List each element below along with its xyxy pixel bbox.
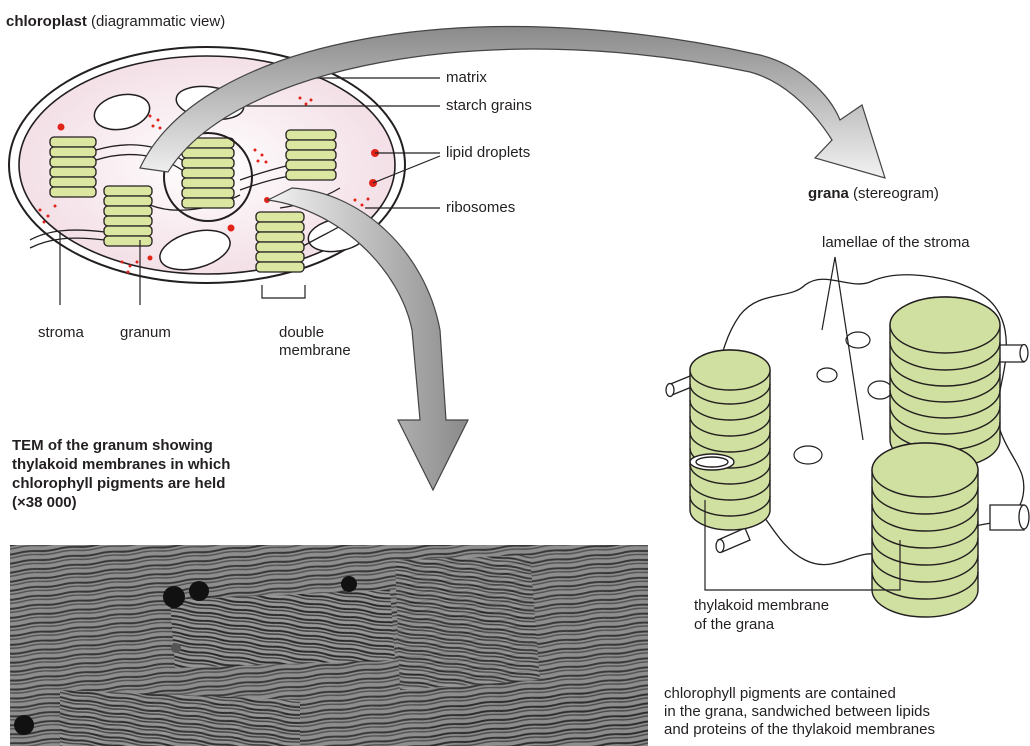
chloroplast-title-bold: chloroplast [6, 13, 87, 30]
grana-stack-front [872, 443, 978, 617]
grana-title-rest: (stereogram) [853, 185, 939, 202]
granum-stack-4 [286, 130, 336, 180]
chloroplast-title-rest: (diagrammatic view) [91, 13, 225, 30]
granum-stack-1 [50, 137, 96, 197]
label-double-membrane-2: membrane [279, 342, 351, 360]
label-ribosomes: ribosomes [446, 199, 515, 217]
granum-stack-2 [104, 186, 152, 246]
label-lipid-droplets: lipid droplets [446, 144, 530, 162]
tem-caption-line-2: thylakoid membranes in which [12, 456, 230, 474]
tem-caption-line-3: chlorophyll pigments are held [12, 475, 225, 493]
grana-title-bold: grana [808, 185, 849, 202]
label-stroma: stroma [38, 324, 84, 342]
grana-caption-line-1: chlorophyll pigments are contained [664, 685, 896, 703]
label-granum: granum [120, 324, 171, 342]
grana-stack-right [890, 297, 1000, 468]
grana-title: grana (stereogram) [808, 185, 939, 203]
grana-stack-left [690, 350, 770, 530]
grana-caption-line-2: in the grana, sandwiched between lipids [664, 703, 930, 721]
grana-stereogram [666, 257, 1029, 617]
chloroplast-title: chloroplast (diagrammatic view) [6, 13, 225, 31]
label-lamellae: lamellae of the stroma [822, 234, 970, 252]
grana-caption-line-3: and proteins of the thylakoid membranes [664, 721, 935, 739]
label-thylakoid-1: thylakoid membrane [694, 597, 829, 615]
label-matrix: matrix [446, 69, 487, 87]
granum-stack-5 [256, 212, 304, 272]
label-double-membrane-1: double [279, 324, 324, 342]
label-thylakoid-2: of the grana [694, 616, 774, 634]
label-starch-grains: starch grains [446, 97, 532, 115]
tem-micrograph [10, 545, 648, 746]
granum-stack-3 [182, 138, 234, 208]
tem-caption-line-4: (×38 000) [12, 494, 77, 512]
tem-caption-line-1: TEM of the granum showing [12, 437, 213, 455]
